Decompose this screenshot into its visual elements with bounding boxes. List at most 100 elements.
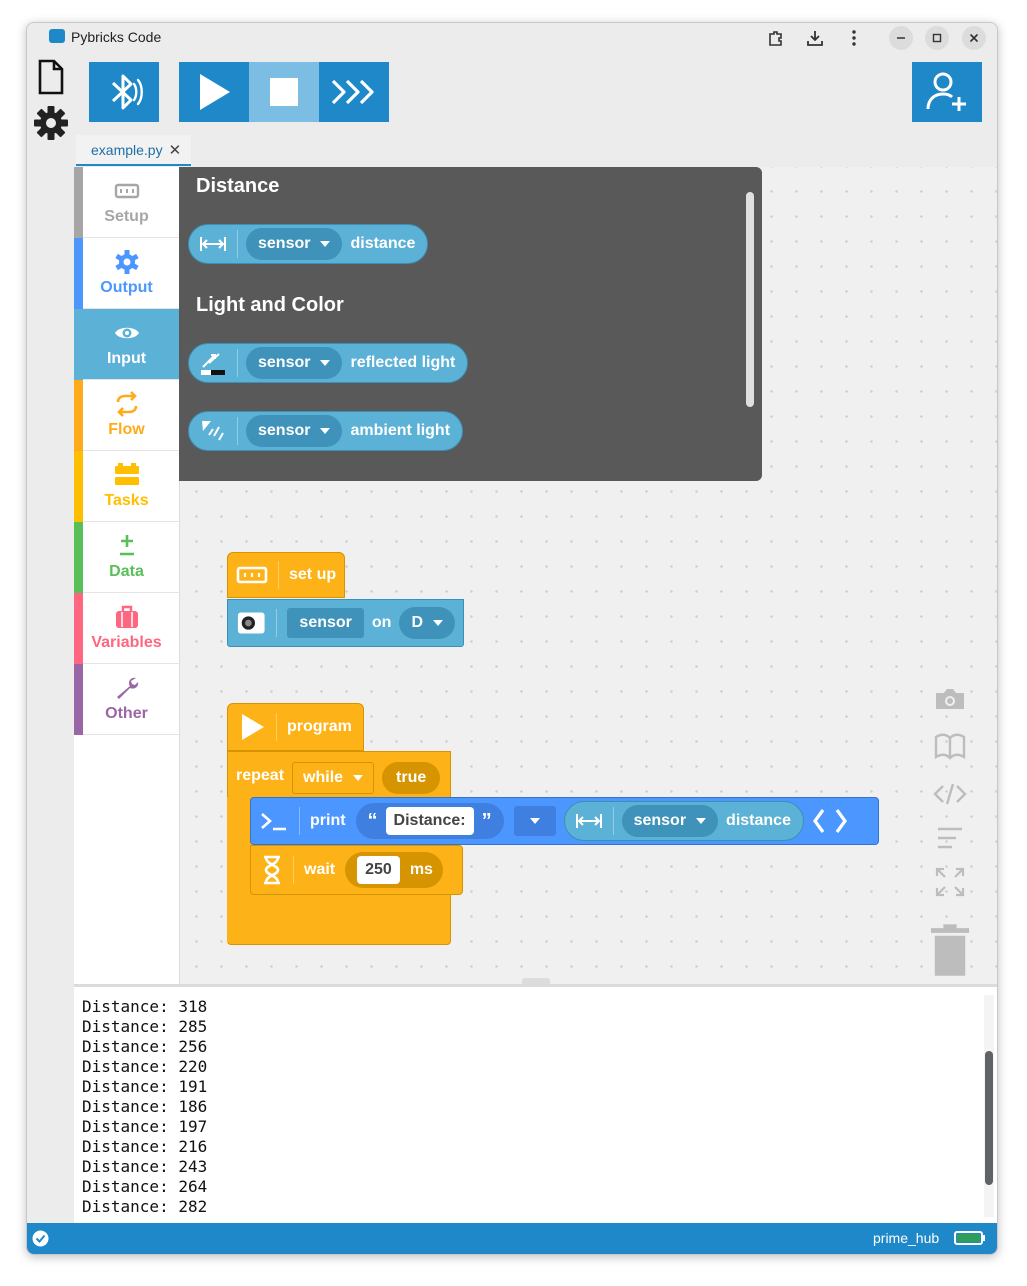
console-line: Distance: 191 [82, 1077, 208, 1096]
flyout-heading-distance: Distance [196, 175, 280, 197]
ultrasonic-sensor-icon [237, 612, 265, 634]
property-label: distance [350, 235, 416, 252]
blocks-workspace[interactable]: Setup Output Input Flow [74, 167, 997, 984]
play-icon [242, 714, 264, 740]
more-menu-icon[interactable] [842, 26, 866, 50]
close-tab-icon[interactable]: ✕ [168, 141, 182, 159]
sensor-dropdown[interactable]: sensor [246, 415, 343, 447]
distance-block[interactable]: sensor distance [188, 224, 429, 264]
tab-example-py[interactable]: example.py ✕ [76, 135, 192, 166]
docs-book-icon[interactable] [930, 729, 970, 765]
console-line: Distance: 256 [82, 1037, 208, 1056]
battery-icon [954, 1231, 985, 1245]
category-output[interactable]: Output [74, 238, 179, 309]
add-user-icon [926, 72, 966, 111]
ambient-light-block[interactable]: sensor ambient light [188, 411, 464, 451]
wrench-icon [116, 677, 138, 699]
editor-tabs: example.py ✕ [74, 133, 997, 167]
file-explorer-icon[interactable] [36, 59, 66, 95]
screenshot-camera-icon[interactable] [930, 681, 970, 717]
console-line: Distance: 197 [82, 1117, 208, 1136]
plus-minus-icon [119, 535, 134, 556]
sponsor-account-button[interactable] [912, 62, 982, 122]
activity-rail [27, 53, 74, 1223]
port-dropdown[interactable]: D [399, 607, 455, 639]
console-line: Distance: 264 [82, 1177, 208, 1196]
setup-label: set up [289, 566, 337, 583]
chevron-down-icon [320, 360, 331, 366]
close-window-button[interactable] [962, 26, 986, 50]
wait-duration-block[interactable]: 250 ms [345, 852, 443, 888]
extensions-icon[interactable] [764, 26, 788, 50]
category-data[interactable]: Data [74, 522, 179, 593]
category-tasks[interactable]: Tasks [74, 451, 179, 522]
category-input[interactable]: Input [74, 309, 179, 380]
sensor-dropdown[interactable]: sensor [246, 347, 343, 379]
eye-icon [114, 327, 139, 339]
category-other[interactable]: Other [74, 664, 179, 735]
sensor-setup-block[interactable]: sensor on D [227, 599, 464, 647]
category-flow[interactable]: Flow [74, 380, 179, 451]
hub-name-label[interactable]: prime_hub [873, 1230, 940, 1246]
print-text-input[interactable]: Distance: [385, 807, 474, 835]
console-scrollbar-thumb[interactable] [985, 1051, 993, 1185]
bluetooth-icon [111, 74, 143, 110]
wait-value-input[interactable]: 250 [357, 856, 400, 884]
check-circle-icon[interactable] [32, 1230, 49, 1247]
true-value-block[interactable]: true [382, 762, 441, 794]
sensor-name-field[interactable]: sensor [287, 608, 364, 638]
distance-reporter-block[interactable]: sensor distance [563, 801, 804, 841]
category-setup[interactable]: Setup [74, 167, 179, 238]
chevron-down-icon [320, 428, 331, 434]
add-remove-args-icon[interactable] [812, 807, 848, 835]
distance-arrows-icon [200, 237, 226, 251]
stop-button[interactable] [249, 62, 319, 122]
settings-gear-icon[interactable] [33, 105, 69, 141]
sensor-dropdown[interactable]: sensor [246, 228, 343, 260]
wait-block[interactable]: wait 250 ms [250, 845, 463, 895]
loop-arrows-icon [116, 391, 137, 417]
wait-unit-label: ms [409, 861, 433, 878]
install-icon[interactable] [803, 26, 827, 50]
open-quote: “ [367, 809, 378, 832]
blocks-toolbox: Setup Output Input Flow [74, 167, 180, 984]
ambient-light-icon [202, 421, 224, 441]
terminal-output[interactable]: Distance: 318 Distance: 285 Distance: 25… [74, 984, 997, 1226]
align-blocks-icon[interactable] [930, 820, 970, 856]
window-title: Pybricks Code [71, 29, 162, 45]
property-label: distance [726, 812, 791, 829]
status-bar: prime_hub [27, 1223, 997, 1254]
terminal-icon [261, 813, 286, 831]
minimize-button[interactable] [889, 26, 913, 50]
program-hat-block[interactable]: program [227, 703, 364, 751]
loop-mode-dropdown[interactable]: while [292, 762, 375, 794]
stop-icon [270, 78, 298, 106]
property-label: reflected light [350, 354, 456, 371]
blocks-flyout: Distance sensor distance Light and Color… [179, 167, 762, 481]
print-block[interactable]: print “ Distance: ” sensor distance [250, 797, 879, 845]
console-line: Distance: 243 [82, 1157, 208, 1176]
bluetooth-button[interactable] [89, 62, 159, 122]
flyout-scrollbar[interactable] [746, 192, 754, 407]
code-view-icon[interactable] [930, 776, 970, 812]
setup-hat-block[interactable]: set up [227, 552, 345, 598]
text-string-block[interactable]: “ Distance: ” [355, 803, 504, 839]
trash-can-icon[interactable] [930, 921, 970, 981]
separator-dropdown[interactable] [513, 806, 556, 836]
console-line: Distance: 318 [82, 997, 208, 1016]
run-button[interactable] [179, 62, 249, 122]
fit-zoom-icon[interactable] [930, 864, 970, 900]
on-label: on [371, 614, 392, 631]
sensor-dropdown[interactable]: sensor [621, 805, 719, 837]
chevron-down-icon [529, 818, 540, 824]
flyout-heading-light: Light and Color [196, 294, 344, 316]
reflected-light-icon [201, 353, 225, 375]
chevrons-right-icon [331, 79, 374, 105]
maximize-button[interactable] [925, 26, 949, 50]
category-variables[interactable]: Variables [74, 593, 179, 664]
repl-button[interactable] [319, 62, 389, 122]
hub-icon [114, 183, 139, 199]
console-line: Distance: 216 [82, 1137, 208, 1156]
reflected-light-block[interactable]: sensor reflected light [188, 343, 469, 383]
property-label: ambient light [350, 422, 451, 439]
